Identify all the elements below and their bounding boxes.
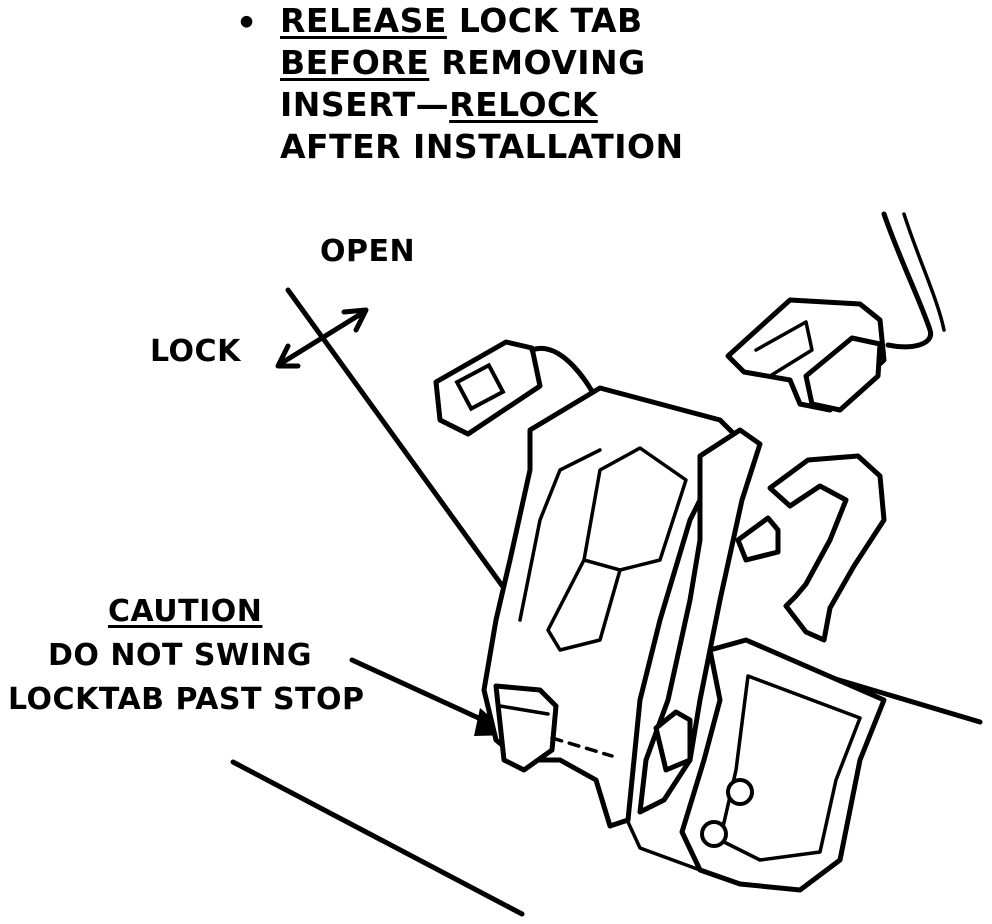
note-bullet: • [236,3,258,42]
caution-line-1: DO NOT SWING [48,638,312,673]
caution-title: CAUTION [108,594,263,629]
caution-line-2: LOCKTAB PAST STOP [8,682,365,717]
arrowhead-lock [275,343,301,369]
top-connector-detail [754,320,814,378]
note-lock-tab: LOCK TAB [446,1,643,40]
arrowhead-open [341,307,369,333]
mount-hole-1 [726,778,754,806]
note-release: RELEASE [280,1,447,40]
mount-hole-2 [700,820,728,848]
floor-line-left [230,759,525,917]
bracket-face [546,558,622,652]
top-connector-plug [803,335,883,413]
note-relock: RELOCK [449,85,598,124]
stop-dashed [550,736,614,758]
note-line-3: INSERT—RELOCK [280,84,598,126]
side-connector-window [454,362,506,412]
open-lock-arrow [277,309,367,367]
harness-wire [881,211,934,350]
note-removing: REMOVING [429,43,646,82]
note-line-2: BEFORE REMOVING [280,42,646,84]
harness-wire-2 [902,212,946,332]
note-line-1: RELEASE LOCK TAB [280,0,643,42]
note-before: BEFORE [280,43,430,82]
note-line-4: AFTER INSTALLATION [280,127,684,166]
base-plate [679,637,887,893]
bracket-edge [518,448,602,622]
label-lock: LOCK [150,334,241,369]
note-insert: INSERT— [280,85,450,124]
caution-leader [349,657,499,729]
bracket-clip [735,515,781,563]
lock-tab-stop-detail [498,704,550,716]
label-open: OPEN [320,234,416,269]
bracket-clip-lower [653,709,693,773]
lock-tab [767,453,887,643]
base-plate-front [626,820,702,872]
